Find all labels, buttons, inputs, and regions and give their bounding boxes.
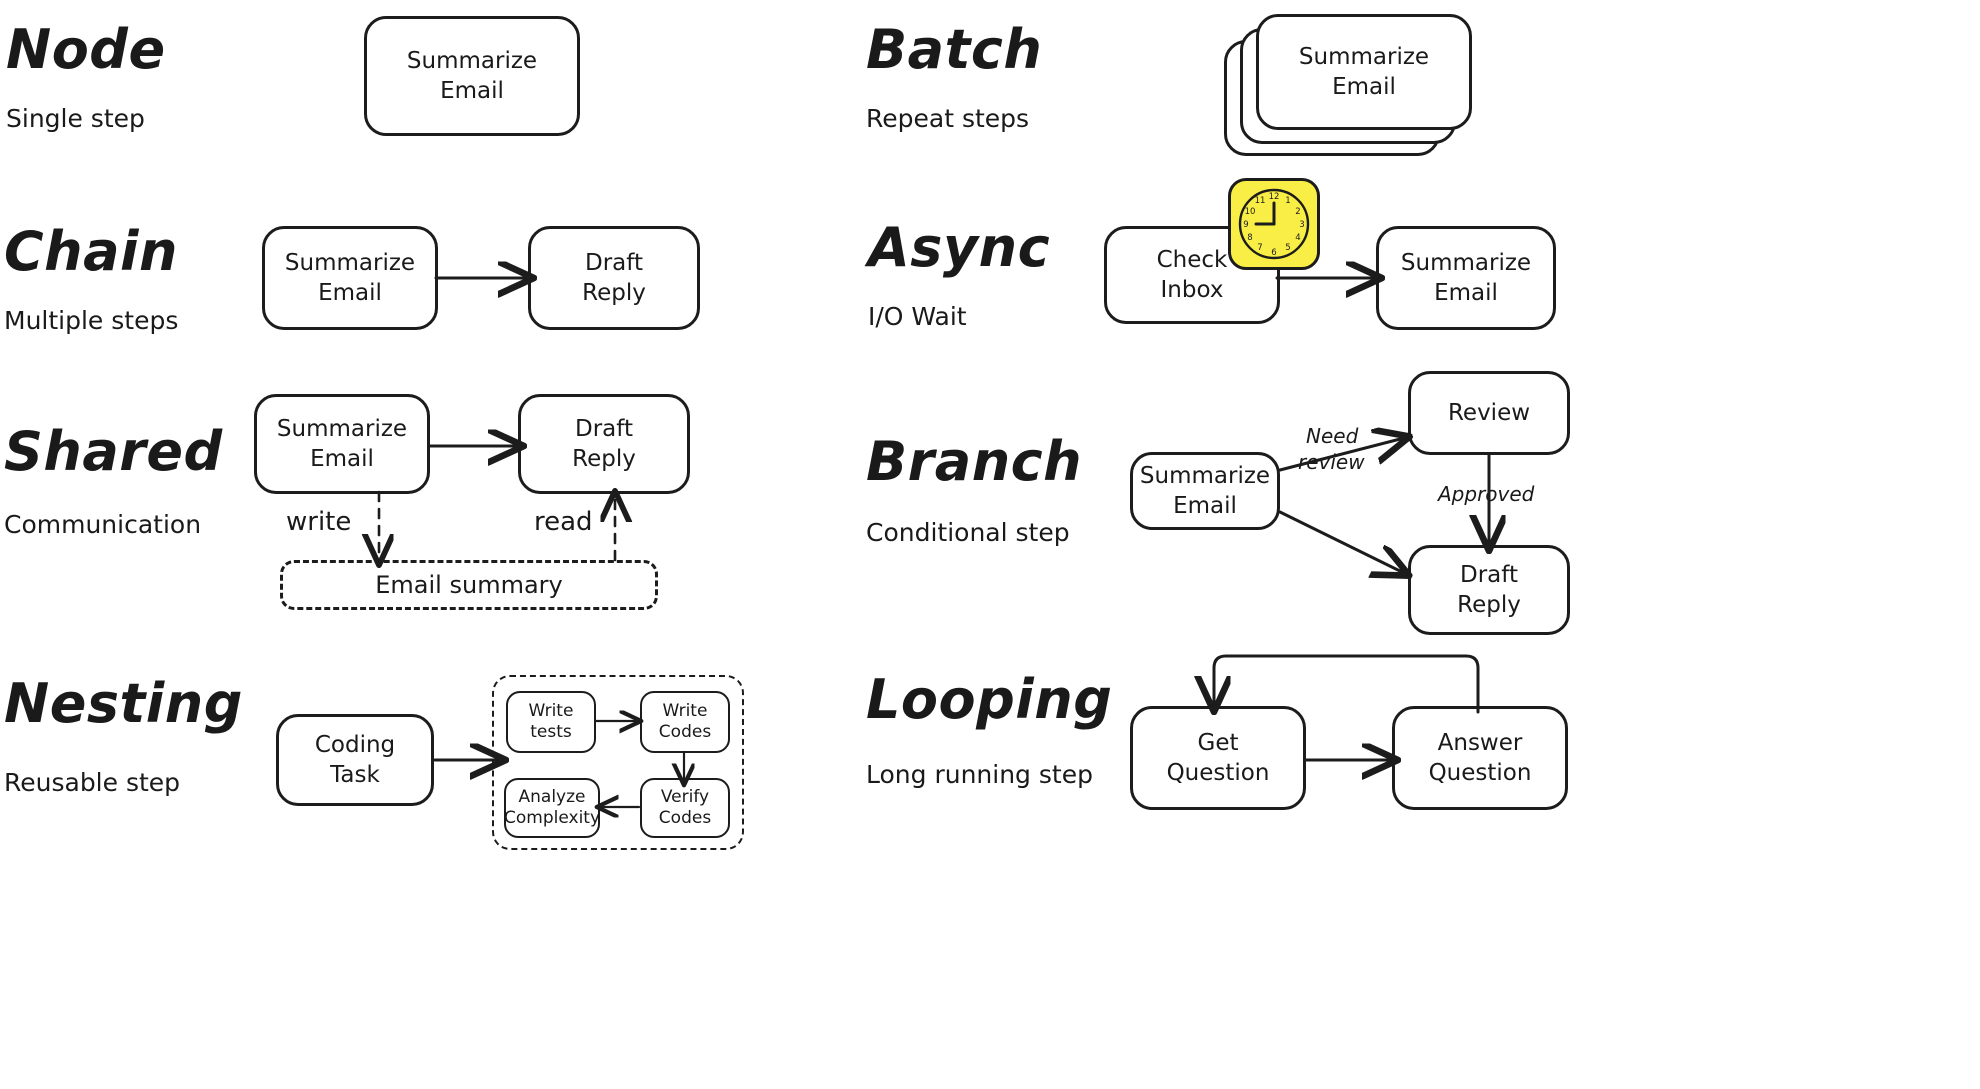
section-title-chain: Chain — [4, 220, 178, 283]
looping-node-answer-question[interactable]: Answer Question — [1392, 706, 1568, 810]
branch-node-review[interactable]: Review — [1408, 371, 1570, 455]
svg-text:6: 6 — [1271, 248, 1276, 258]
section-title-node: Node — [6, 18, 166, 81]
section-subtitle-batch: Repeat steps — [866, 104, 1030, 133]
section-title-branch: Branch — [866, 430, 1083, 493]
nesting-node-coding-task[interactable]: Coding Task — [276, 714, 434, 806]
branch-review-label: review — [1298, 450, 1365, 474]
section-title-async: Async — [868, 216, 1051, 279]
branch-node-draft-reply[interactable]: Draft Reply — [1408, 545, 1570, 635]
node-summarize-email[interactable]: Summarize Email — [364, 16, 580, 136]
batch-card-front[interactable]: Summarize Email — [1256, 14, 1472, 130]
branch-node-summarize-email[interactable]: Summarize Email — [1130, 452, 1280, 530]
svg-text:4: 4 — [1295, 233, 1300, 243]
section-subtitle-nesting: Reusable step — [4, 768, 181, 797]
shared-read-label: read — [534, 507, 593, 537]
section-subtitle-shared: Communication — [4, 510, 202, 539]
async-node-summarize-email[interactable]: Summarize Email — [1376, 226, 1556, 330]
chain-node-draft-reply[interactable]: Draft Reply — [528, 226, 700, 330]
svg-text:8: 8 — [1247, 233, 1252, 243]
section-subtitle-chain: Multiple steps — [4, 306, 179, 335]
svg-text:7: 7 — [1257, 243, 1262, 253]
looping-node-get-question[interactable]: Get Question — [1130, 706, 1306, 810]
svg-text:9: 9 — [1243, 220, 1248, 230]
shared-store-email-summary: Email summary — [280, 560, 658, 610]
branch-approved-label: Approved — [1438, 482, 1535, 506]
section-subtitle-looping: Long running step — [866, 760, 1093, 789]
section-title-batch: Batch — [866, 18, 1043, 81]
section-title-shared: Shared — [4, 420, 223, 483]
svg-text:12: 12 — [1269, 192, 1280, 202]
nesting-node-analyze-complexity[interactable]: Analyze Complexity — [504, 778, 600, 838]
shared-node-draft-reply[interactable]: Draft Reply — [518, 394, 690, 494]
branch-need-label: Need — [1306, 424, 1359, 448]
svg-text:3: 3 — [1299, 220, 1304, 230]
nesting-node-write-codes[interactable]: Write Codes — [640, 691, 730, 753]
section-title-looping: Looping — [866, 668, 1113, 731]
shared-node-summarize-email[interactable]: Summarize Email — [254, 394, 430, 494]
svg-text:11: 11 — [1255, 196, 1266, 206]
svg-text:2: 2 — [1295, 207, 1300, 217]
section-subtitle-node: Single step — [6, 104, 145, 133]
chain-node-summarize-email[interactable]: Summarize Email — [262, 226, 438, 330]
shared-write-label: write — [286, 507, 352, 537]
nesting-node-verify-codes[interactable]: Verify Codes — [640, 778, 730, 838]
branch-draft-arrow — [1278, 510, 1404, 573]
svg-text:5: 5 — [1285, 243, 1290, 253]
svg-text:1: 1 — [1285, 196, 1290, 206]
section-title-nesting: Nesting — [4, 672, 243, 735]
looping-back-arrow — [1214, 654, 1480, 712]
nesting-node-write-tests[interactable]: Write tests — [506, 691, 596, 753]
clock-icon: 12 1 2 3 4 5 6 7 8 9 10 11 — [1228, 178, 1320, 270]
section-subtitle-async: I/O Wait — [868, 302, 967, 331]
svg-text:10: 10 — [1245, 207, 1256, 217]
section-subtitle-branch: Conditional step — [866, 518, 1070, 547]
